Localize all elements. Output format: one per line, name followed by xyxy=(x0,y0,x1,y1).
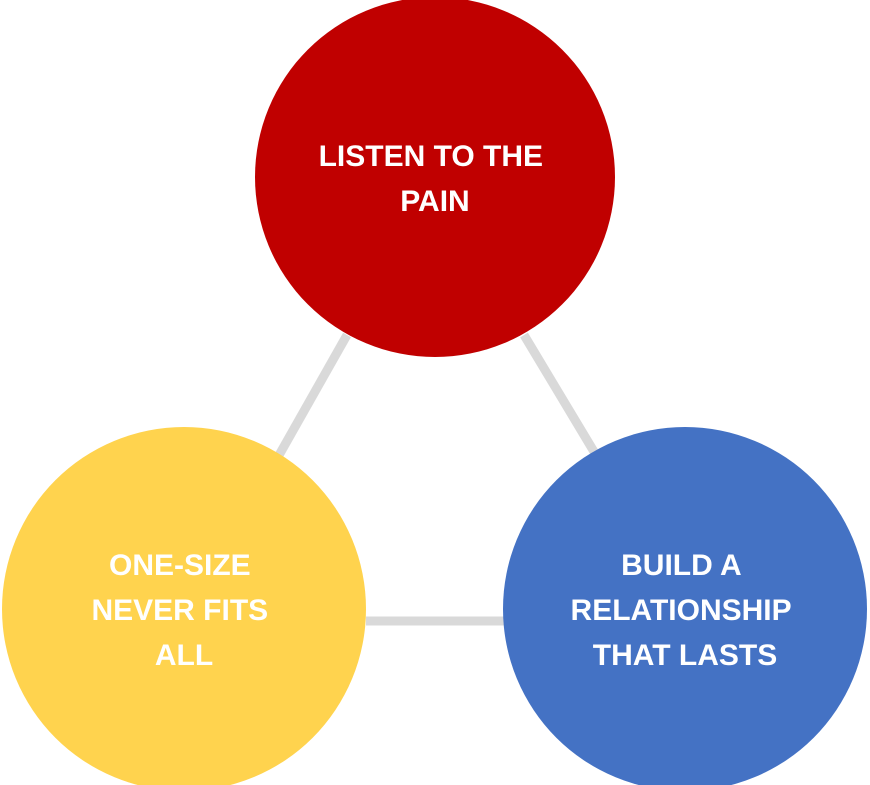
node-label-line: LISTEN TO THE xyxy=(319,140,543,173)
node-label-line: ONE-SIZE xyxy=(109,549,251,582)
node-label-line: THAT LASTS xyxy=(593,639,777,672)
connector-top-to-bottom-left xyxy=(274,332,351,460)
node-circle-bottom-right xyxy=(503,427,867,785)
node-label-line: NEVER FITS xyxy=(91,594,268,627)
node-label-bottom-right: BUILD A RELATIONSHIP THAT LASTS xyxy=(571,549,800,672)
connector-top-to-bottom-right xyxy=(520,332,600,458)
node-label-line: ALL xyxy=(155,639,213,672)
node-label-top: LISTEN TO THE PAIN xyxy=(319,140,552,218)
node-one-size-never-fits-all: ONE-SIZE NEVER FITS ALL xyxy=(2,427,366,785)
node-label-line: PAIN xyxy=(400,185,469,218)
node-circle-top xyxy=(255,0,615,357)
node-circle-bottom-left xyxy=(2,427,366,785)
node-label-bottom-left: ONE-SIZE NEVER FITS ALL xyxy=(91,549,276,672)
node-listen-to-the-pain: LISTEN TO THE PAIN xyxy=(255,0,615,357)
node-label-line: BUILD A xyxy=(621,549,741,582)
node-label-line: RELATIONSHIP xyxy=(571,594,792,627)
node-build-a-relationship: BUILD A RELATIONSHIP THAT LASTS xyxy=(503,427,867,785)
